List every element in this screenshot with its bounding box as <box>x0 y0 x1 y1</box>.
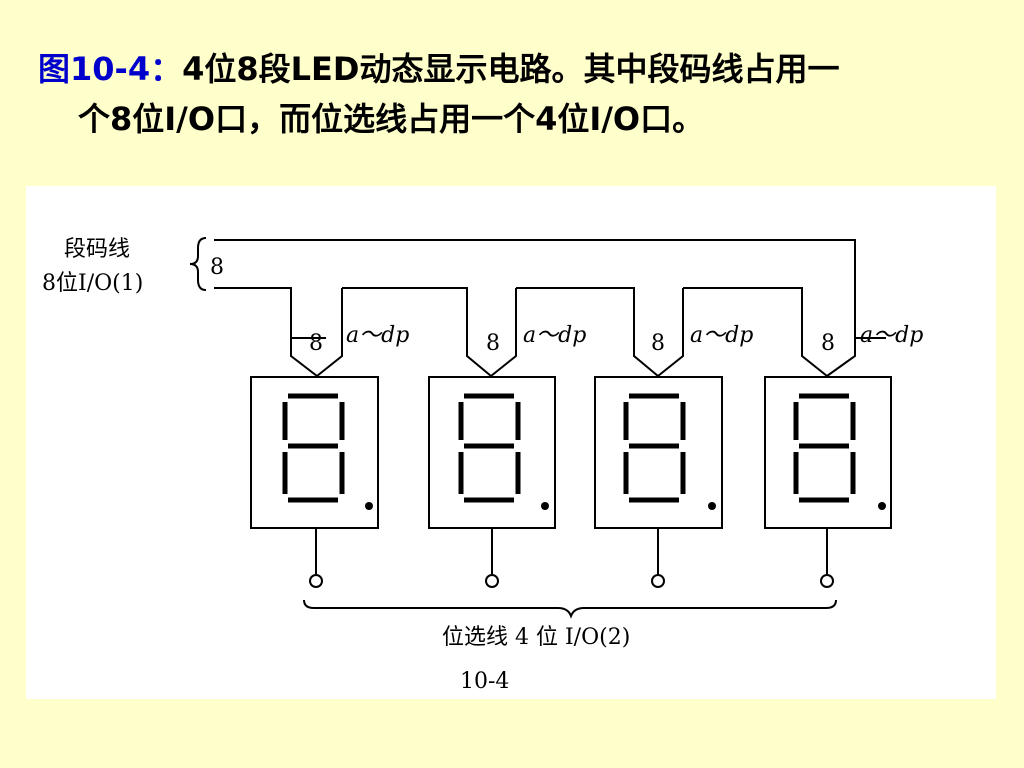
bus-width-label: 8 <box>210 255 224 280</box>
segment-bus-label-top: 段码线 <box>64 237 130 262</box>
digit4-seven-segment <box>793 393 856 503</box>
segment-bus-wire-main <box>214 287 326 339</box>
circuit-figure-panel: 段码线 8位I/O(1) 8 8 a～dp 8 a～dp 8 a～dp 8 a～… <box>26 186 996 699</box>
digit2-digit3-wires <box>516 287 684 377</box>
caption-line1: 4位8段LED动态显示电路。其中段码线占用一 <box>182 50 840 88</box>
segment-bus-wire-top <box>214 239 886 339</box>
digit1-select-terminal <box>309 574 323 588</box>
digit2-decimal-point <box>541 502 549 510</box>
digit3-box <box>594 376 723 529</box>
digit4-box <box>764 376 892 529</box>
segment-bus-label-bottom: 8位I/O(1) <box>42 271 143 296</box>
digit4-select-terminal <box>820 574 834 588</box>
digit3-width-label: 8 <box>651 331 665 356</box>
digit1-decimal-point <box>365 502 373 510</box>
digit2-box <box>428 376 556 529</box>
digit2-select-terminal <box>485 574 499 588</box>
digit3-seven-segment <box>623 393 686 503</box>
led-display-circuit-diagram: 段码线 8位I/O(1) 8 8 a～dp 8 a～dp 8 a～dp 8 a～… <box>42 237 923 694</box>
digit-select-label: 位选线 4 位 I/O(2) <box>442 625 630 650</box>
digit4-width-label: 8 <box>821 331 835 356</box>
digit-select-brace <box>303 599 837 619</box>
digit1-box <box>250 376 379 529</box>
digit3-select-terminal <box>651 574 665 588</box>
digit2-segments-label: a～dp <box>523 323 586 348</box>
digit4-decimal-point <box>878 502 886 510</box>
digit3-digit4-wires <box>683 287 856 377</box>
digit3-segments-label: a～dp <box>690 323 753 348</box>
caption-line2: 个8位I/O口，而位选线占用一个4位I/O口。 <box>78 100 705 138</box>
caption-prefix: 图10-4： <box>38 50 183 88</box>
figure-number: 10-4 <box>460 669 509 694</box>
digit1-seven-segment <box>282 393 345 503</box>
slide-caption: 图10-4：4位8段LED动态显示电路。其中段码线占用一 个8位I/O口，而位选… <box>38 44 998 144</box>
segment-bus-brace <box>189 237 207 291</box>
digit1-input-wires <box>290 287 517 377</box>
digit4-segments-label: a～dp <box>860 323 923 348</box>
digit2-seven-segment <box>458 393 521 503</box>
digit2-width-label: 8 <box>486 331 500 356</box>
digit1-segments-label: a～dp <box>346 323 409 348</box>
digit1-width-label: 8 <box>309 331 323 356</box>
digit3-decimal-point <box>708 502 716 510</box>
